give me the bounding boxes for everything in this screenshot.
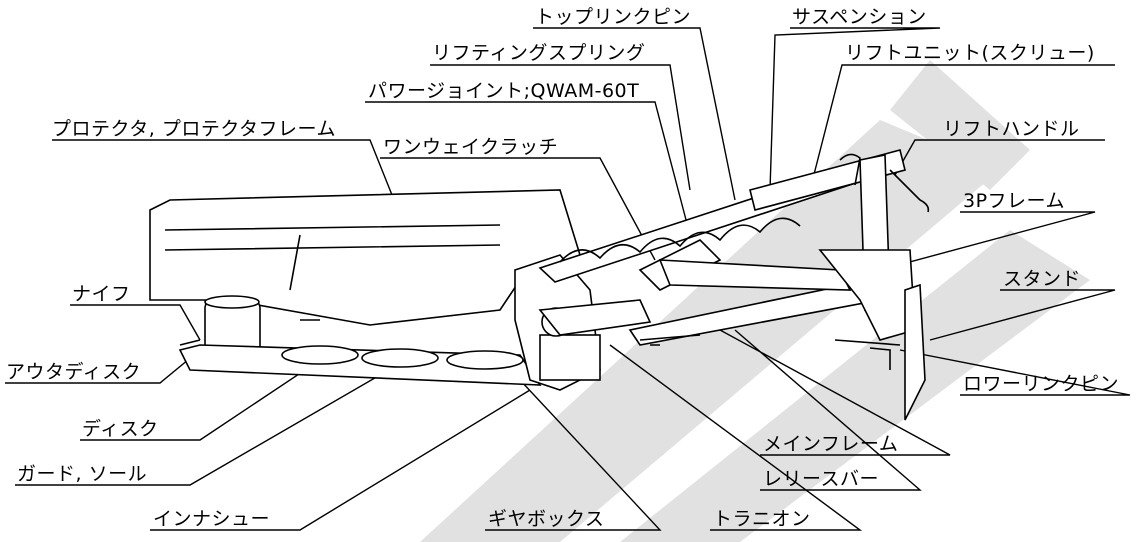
label-lower-link-pin: ロワーリンクピン — [963, 373, 1120, 395]
label-outer-disc: アウタディスク — [6, 361, 142, 383]
label-3p-frame: 3Pフレーム — [963, 190, 1065, 212]
disc-mower-illustration — [149, 149, 930, 421]
label-trunnion: トラニオン — [713, 508, 811, 530]
label-power-joint: パワージョイント;QWAM-60T — [368, 80, 640, 102]
leader-lines — [5, 27, 1131, 531]
label-protector: プロテクタ, プロテクタフレーム — [52, 118, 336, 140]
label-lifting-spring: リフティングスプリング — [432, 42, 646, 64]
label-stand: スタンド — [1003, 268, 1082, 290]
label-lift-handle: リフトハンドル — [943, 118, 1080, 140]
label-release-bar: レリースバー — [763, 468, 880, 490]
label-main-frame: メインフレーム — [763, 433, 899, 455]
label-lift-unit: リフトユニット(スクリュー) — [845, 42, 1095, 64]
label-inner-shoe: インナシュー — [153, 508, 271, 530]
label-top-link-pin: トップリンクピン — [535, 6, 692, 28]
label-disc: ディスク — [82, 418, 159, 440]
label-knife: ナイフ — [72, 283, 131, 305]
label-one-way-clutch: ワンウェイクラッチ — [383, 136, 559, 158]
label-suspension: サスペンション — [792, 6, 927, 28]
label-gearbox: ギヤボックス — [488, 508, 605, 530]
label-guard-sole: ガード, ソール — [17, 463, 148, 485]
